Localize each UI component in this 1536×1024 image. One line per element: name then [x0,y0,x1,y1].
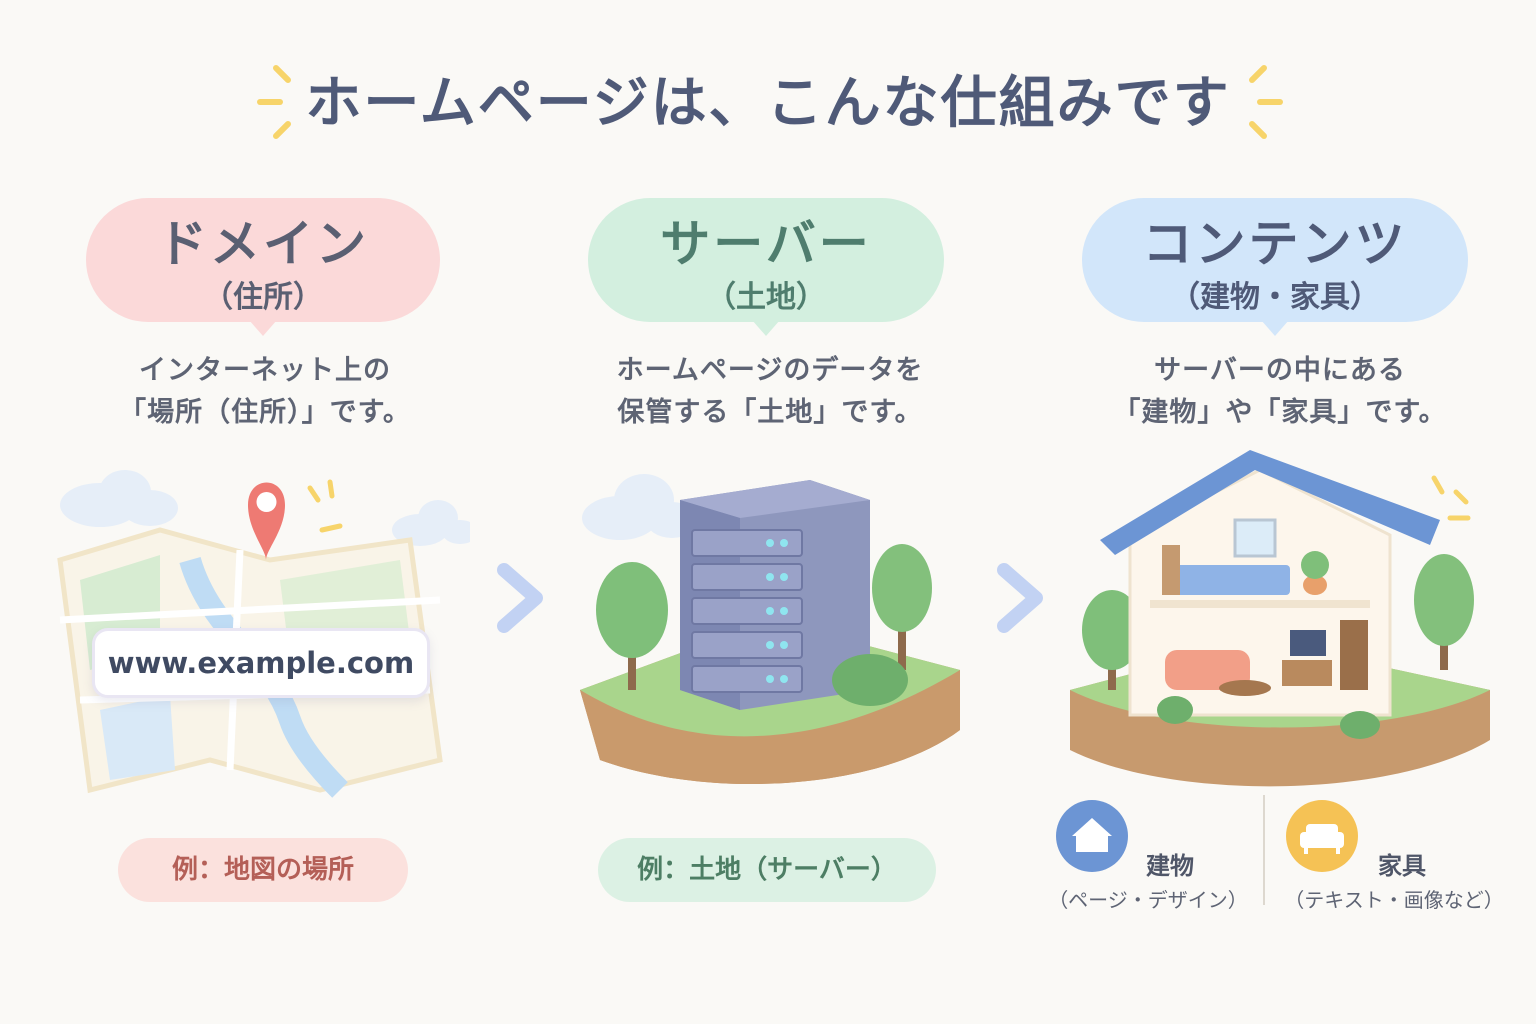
domain-example-pill: 例：地図の場所 [118,838,408,902]
description-line: ホームページのデータを [616,355,924,386]
domain-description: インターネット上の 「場所（住所）」です。 [80,350,450,434]
house-legend-badge [1056,800,1128,872]
server-subheading: （土地） [706,280,826,315]
sparkle-right-icon [1249,65,1283,139]
legend-sublabel: （テキスト・画像など） [1284,888,1504,912]
tree-icon [596,562,668,690]
contents-subheading: （建物・家具） [1170,280,1380,315]
tree-icon [872,544,932,670]
server-bubble: サーバー （土地） [588,198,944,336]
contents-heading: コンテンツ [1142,215,1408,273]
description-line: インターネット上の [139,355,391,386]
description-line: 「建物」や「家具」です。 [1113,397,1447,428]
legend-label: 建物 [1146,852,1194,880]
legend-label: 家具 [1378,852,1426,880]
server-example-pill: 例：土地（サーバー） [598,838,936,902]
sofa-icon [1300,824,1344,854]
domain-subheading: （住所） [203,280,323,315]
sparkle-left-icon [257,65,291,139]
chevron-right-icon [497,563,543,633]
domain-url-bar: www.example.com [92,628,430,698]
server-heading: サーバー [660,215,872,273]
description-line: 「場所（住所）」です。 [119,397,411,428]
server-illustration [580,474,960,784]
house-illustration [1070,450,1490,787]
description-line: サーバーの中にある [1154,355,1406,386]
domain-bubble: ドメイン （住所） [86,198,440,336]
cloud-icon [392,500,470,546]
bubble-tail [249,320,277,336]
legend-sublabel: （ページ・デザイン） [1048,888,1248,912]
sofa-legend-badge [1286,800,1358,872]
contents-bubble: コンテンツ （建物・家具） [1082,198,1468,336]
tree-icon [1082,590,1142,690]
sparkle-icon [1431,475,1471,521]
chevron-right-icon [997,563,1043,633]
house-icon [1072,818,1112,852]
server-description: ホームページのデータを 保管する「土地」です。 [570,350,970,434]
bubble-tail [752,320,780,336]
cloud-icon [60,470,178,527]
legend-divider [1263,795,1265,905]
description-line: 保管する「土地」です。 [617,397,923,428]
sparkle-icon [307,479,343,533]
domain-heading: ドメイン [157,215,369,273]
tree-icon [1414,554,1474,670]
contents-description: サーバーの中にある 「建物」や「家具」です。 [1080,350,1480,434]
bubble-tail [1261,320,1289,336]
page-title: ホームページは、こんな仕組みです [305,71,1231,136]
